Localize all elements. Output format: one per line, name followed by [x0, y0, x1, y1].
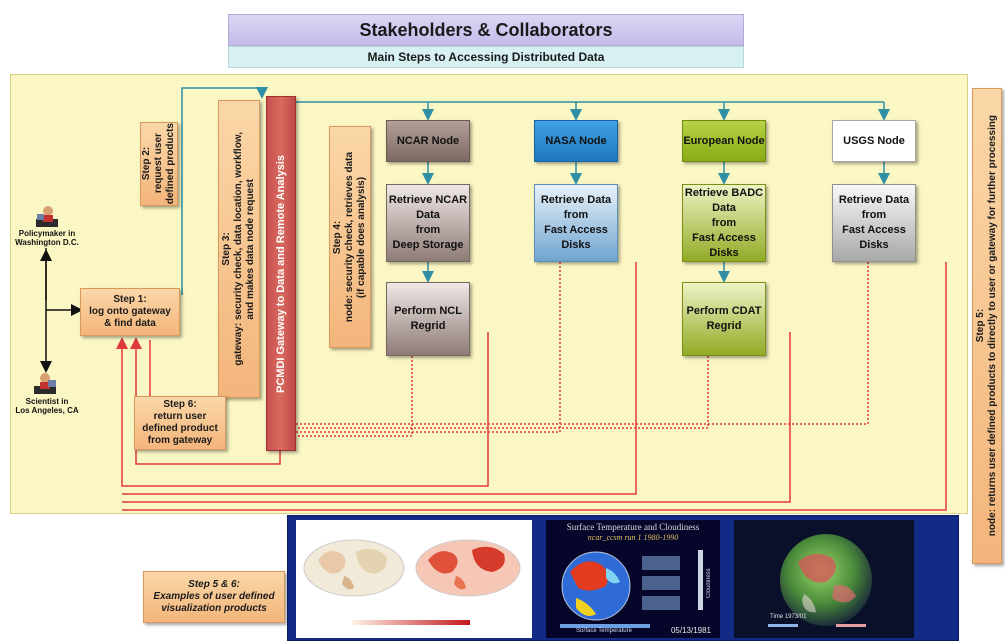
ncar-retrieve: Retrieve NCAR Data from Deep Storage: [386, 184, 470, 262]
usgs-node: USGS Node: [832, 120, 916, 162]
step56-text: Examples of user defined visualization p…: [153, 591, 275, 614]
step3-box: Step 3: gateway: security check, data lo…: [218, 100, 260, 398]
usgs-return: [122, 262, 947, 511]
step4-text: node: security check, retrieves data (if…: [344, 151, 367, 323]
european-retrieve: Retrieve BADC Data from Fast Access Disk…: [682, 184, 766, 262]
nasa-return-dotted: [296, 262, 561, 433]
viz-title: Surface Temperature and Cloudiness: [566, 522, 700, 532]
viz-date: 05/13/1981: [670, 626, 712, 635]
diagram-title: Stakeholders & Collaborators: [228, 14, 744, 46]
viz-xlabel: Surface Temperature: [576, 628, 632, 634]
ncar-return: [116, 332, 489, 487]
eu-return-dotted: [296, 356, 709, 429]
policymaker-label: Policymaker in Washington D.C.: [15, 229, 79, 247]
step3-text: gateway: security check, data location, …: [233, 132, 256, 366]
gateway-label: PCMDI Gateway to Data and Remote Analysi…: [275, 154, 287, 393]
usgs-retrieve: Retrieve Data from Fast Access Disks: [832, 184, 916, 262]
map-pair-graphic: [303, 539, 521, 625]
european-node: European Node: [682, 120, 766, 162]
ncar-node: NCAR Node: [386, 120, 470, 162]
step5-title: Step 5:: [975, 309, 986, 343]
diagram-subtitle: Main Steps to Accessing Distributed Data: [228, 46, 744, 68]
nasa-retrieve: Retrieve Data from Fast Access Disks: [534, 184, 618, 262]
step6-title: Step 6:: [163, 399, 197, 410]
step2-box: Step 2: request user defined products: [140, 122, 178, 206]
step2-title: Step 2:: [141, 147, 152, 181]
step1-text: log onto gateway & find data: [89, 306, 171, 329]
step56-title: Step 5 & 6:: [188, 579, 240, 590]
step5-box: Step 5: node: returns user defined produ…: [972, 88, 1002, 564]
step6-box: Step 6: return user defined product from…: [134, 396, 226, 450]
step1-title: Step 1:: [113, 294, 147, 305]
european-regrid: Perform CDAT Regrid: [682, 282, 766, 356]
scientist-label: Scientist in Los Angeles, CA: [15, 397, 79, 415]
step4-title: Step 4:: [332, 220, 343, 254]
request-line: [181, 87, 268, 295]
step1-box: Step 1: log onto gateway & find data: [80, 288, 180, 336]
nasa-return: [122, 262, 637, 495]
ncar-return-dotted: [296, 356, 413, 437]
globe-graphic: [560, 550, 703, 628]
step4-box: Step 4: node: security check, retrieves …: [329, 126, 371, 348]
eu-return: [122, 332, 791, 503]
viz-subtitle: ncar_ccsm run 1 1980-1990: [587, 533, 679, 542]
earth-image: Time 1973/01: [734, 520, 914, 638]
nasa-node: NASA Node: [534, 120, 618, 162]
earth-time: Time 1973/01: [770, 614, 807, 620]
usgs-return-dotted: [296, 262, 869, 425]
viz-ylabel: Cloudiness: [706, 568, 712, 598]
map-pair-image: [296, 520, 532, 638]
policymaker-icon: [36, 206, 58, 227]
scientist-icon: [34, 373, 56, 394]
surface-temperature-image: Surface Temperature and Cloudiness ncar_…: [546, 520, 720, 638]
step6-text: return user defined product from gateway: [142, 411, 218, 446]
step2-text: request user defined products: [153, 123, 176, 205]
step3-title: Step 3:: [221, 232, 232, 266]
pcmdi-gateway: PCMDI Gateway to Data and Remote Analysi…: [266, 96, 296, 451]
ncar-regrid: Perform NCL Regrid: [386, 282, 470, 356]
step5-text: node: returns user defined products to d…: [987, 115, 998, 537]
earth-graphic: [768, 534, 872, 627]
step56-box: Step 5 & 6: Examples of user defined vis…: [143, 571, 285, 623]
